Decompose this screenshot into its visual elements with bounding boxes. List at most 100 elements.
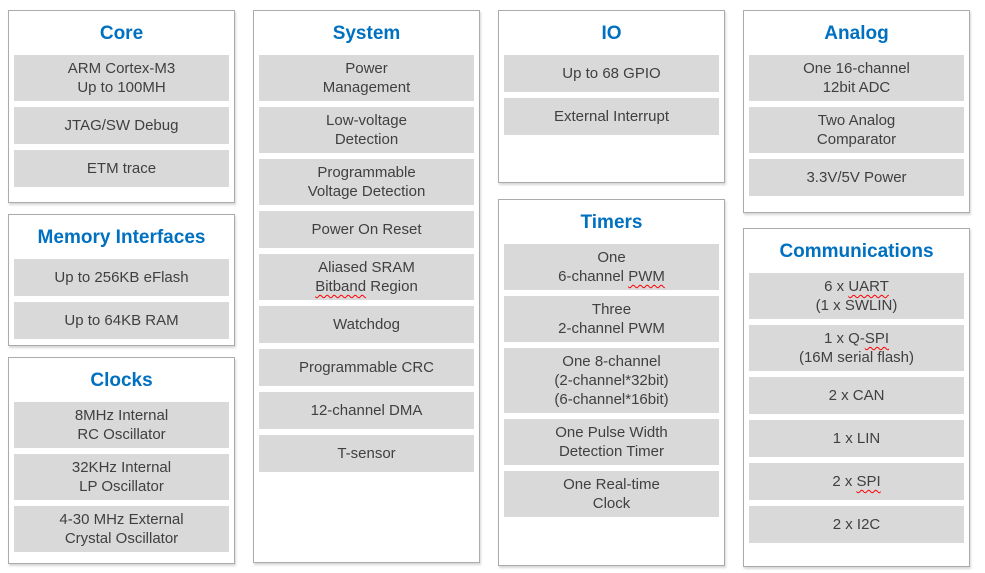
feature-item: Programmable CRC: [259, 349, 474, 386]
feature-item: One 16-channel 12bit ADC: [749, 55, 964, 101]
feature-item: Up to 68 GPIO: [504, 55, 719, 92]
panel-title-clocks: Clocks: [90, 370, 153, 391]
feature-line: Clock: [592, 495, 631, 512]
panel-title-memory-interfaces: Memory Interfaces: [37, 227, 206, 248]
feature-line: One Pulse Width: [555, 424, 668, 441]
feature-line: Up to 100MH: [77, 79, 166, 96]
feature-line: 12bit ADC: [822, 79, 891, 96]
panel-items-clocks: 8MHz Internal RC Oscillator 32KHz Internal…: [14, 402, 229, 552]
panel-title-core: Core: [99, 23, 144, 44]
feature-line: Power On Reset: [311, 221, 422, 238]
panel-items-memory-interfaces: Up to 256KB eFlash Up to 64KB RAM: [14, 259, 229, 339]
spellcheck-underline-text: SPI: [856, 473, 881, 490]
feature-line: (2-channel*32bit): [554, 372, 669, 389]
feature-line: (16M serial flash): [798, 349, 915, 366]
panel-items-io: Up to 68 GPIO External Interrupt: [504, 55, 719, 135]
feature-line: Management: [322, 79, 411, 96]
feature-line: RC Oscillator: [77, 426, 166, 443]
column-analog-communications: Analog One 16-channel 12bit ADC Two Analog…: [743, 10, 970, 567]
feature-line: 1 x Q-SPI: [823, 330, 890, 347]
feature-item: T-sensor: [259, 435, 474, 472]
panel-clocks: Clocks 8MHz Internal RC Oscillator 32KHz I…: [8, 357, 235, 564]
feature-item: ARM Cortex-M3 Up to 100MH: [14, 55, 229, 101]
feature-item: Up to 256KB eFlash: [14, 259, 229, 296]
feature-item: 3.3V/5V Power: [749, 159, 964, 196]
feature-line: One Real-time: [563, 476, 660, 493]
feature-line: Programmable: [317, 164, 416, 181]
feature-line: Comparator: [816, 131, 897, 148]
feature-line: ARM Cortex-M3: [67, 60, 176, 77]
spellcheck-underline-text: SPI: [864, 330, 890, 347]
panel-title-communications: Communications: [779, 241, 934, 262]
feature-item: 2 x CAN: [749, 377, 964, 414]
feature-item: Power On Reset: [259, 211, 474, 248]
feature-line: 32KHz Internal: [71, 459, 172, 476]
feature-item: ETM trace: [14, 150, 229, 187]
panel-title-analog: Analog: [824, 23, 889, 44]
feature-line: 6-channel PWM: [558, 268, 665, 285]
feature-item: 1 x LIN: [749, 420, 964, 457]
feature-line: (1 x SWLIN): [815, 297, 898, 314]
feature-line: 2 x CAN: [828, 387, 885, 404]
feature-line: 2 x SPI: [832, 473, 881, 490]
feature-line: (6-channel*16bit): [554, 391, 669, 408]
feature-item: One 8-channel (2-channel*32bit) (6-channel…: [504, 348, 719, 413]
feature-item: JTAG/SW Debug: [14, 107, 229, 144]
spellcheck-underline-text: Bitband: [315, 278, 367, 295]
feature-line: Up to 64KB RAM: [64, 312, 179, 329]
feature-line: 2-channel PWM: [558, 320, 665, 337]
feature-line: Up to 68 GPIO: [562, 65, 661, 82]
feature-line: 8MHz Internal: [74, 407, 169, 424]
panel-core: Core ARM Cortex-M3 Up to 100MH JTAG/SW Deb…: [8, 10, 235, 203]
feature-item: External Interrupt: [504, 98, 719, 135]
panel-communications: Communications 6 x UART (1 x SWLIN) 1 x Q-…: [743, 228, 970, 567]
feature-line: ETM trace: [86, 160, 157, 177]
feature-line: 4-30 MHz External: [59, 511, 184, 528]
feature-line: Up to 256KB eFlash: [54, 269, 189, 286]
feature-line: 6 x UART: [824, 278, 889, 295]
feature-item: 2 x SPI: [749, 463, 964, 500]
feature-line: Low-voltage: [326, 112, 407, 129]
feature-line: One: [597, 249, 626, 266]
feature-item: 12-channel DMA: [259, 392, 474, 429]
feature-item: 1 x Q-SPI (16M serial flash): [749, 325, 964, 371]
spellcheck-underline-text: UART: [848, 278, 889, 295]
feature-line: Detection Timer: [558, 443, 665, 460]
feature-line: Two Analog: [817, 112, 896, 129]
feature-line: One 16-channel: [803, 60, 910, 77]
feature-line: Watchdog: [333, 316, 400, 333]
spellcheck-underline-text: PWM: [628, 268, 665, 285]
feature-line: Crystal Oscillator: [64, 530, 179, 547]
feature-line: One 8-channel: [562, 353, 661, 370]
feature-item: 8MHz Internal RC Oscillator: [14, 402, 229, 448]
feature-line: Aliased SRAM: [318, 259, 415, 276]
panel-title-system: System: [332, 23, 401, 44]
column-core-memory-clocks: Core ARM Cortex-M3 Up to 100MH JTAG/SW Deb…: [8, 10, 235, 567]
feature-line: LP Oscillator: [79, 478, 164, 495]
feature-item: 2 x I2C: [749, 506, 964, 543]
feature-line: External Interrupt: [553, 108, 670, 125]
feature-item: Watchdog: [259, 306, 474, 343]
feature-item: 32KHz Internal LP Oscillator: [14, 454, 229, 500]
feature-item: 6 x UART (1 x SWLIN): [749, 273, 964, 319]
feature-line: Power: [345, 60, 388, 77]
feature-line: 2 x I2C: [832, 516, 881, 533]
